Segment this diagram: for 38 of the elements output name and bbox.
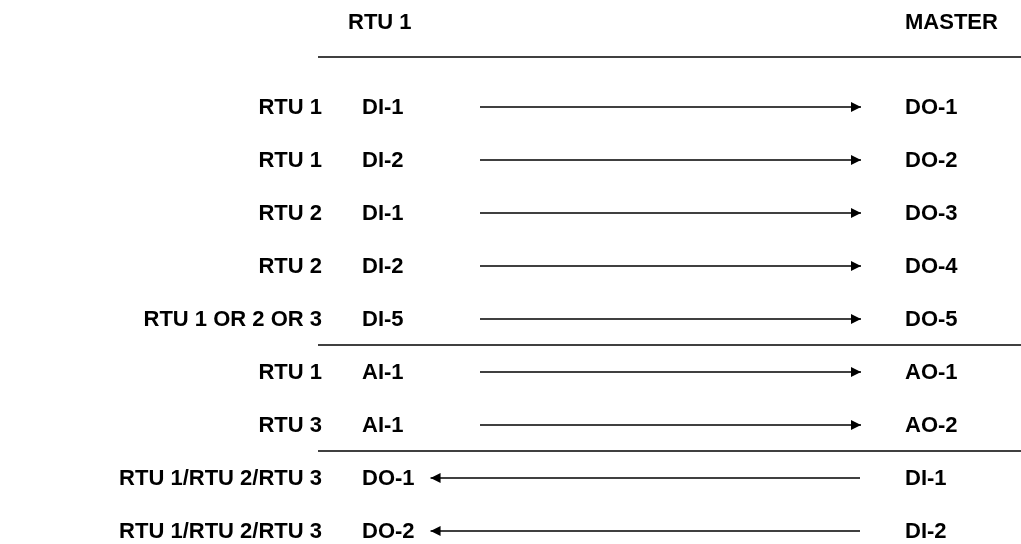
column-header: RTU 1 (348, 9, 412, 35)
signal-label: DI-2 (905, 518, 947, 543)
signal-label: DI-5 (362, 306, 404, 331)
arrow (479, 261, 862, 271)
signal-label: DI-2 (362, 253, 404, 278)
signal-label: DO-5 (905, 306, 958, 331)
signal-label: DI-1 (362, 200, 404, 225)
arrow (479, 155, 862, 165)
signal-label: DO-1 (905, 94, 958, 119)
signal-label: DO-4 (905, 253, 958, 278)
arrow (429, 526, 861, 536)
station-label: RTU 1/RTU 2/RTU 3 (119, 518, 322, 544)
signal-label: AO-2 (905, 412, 958, 437)
station-label: RTU 3 (258, 412, 322, 438)
signal-label: DI-1 (362, 94, 404, 119)
signal-label: DO-3 (905, 200, 958, 225)
column-header: MASTER (905, 9, 998, 35)
signal-label: AI-1 (362, 359, 404, 384)
station-label: RTU 1 (258, 359, 322, 385)
arrow (479, 367, 862, 377)
signal-label: DI-1 (905, 465, 947, 490)
arrow (479, 420, 862, 430)
signal-label: DI-2 (362, 147, 404, 172)
signal-label: DO-2 (362, 518, 415, 543)
arrow (479, 208, 862, 218)
station-label: RTU 1 OR 2 OR 3 (143, 306, 322, 332)
station-label: RTU 2 (258, 200, 322, 226)
arrow (479, 314, 862, 324)
station-label: RTU 1 (258, 94, 322, 120)
signal-label: DO-2 (905, 147, 958, 172)
signal-label: AO-1 (905, 359, 958, 384)
station-label: RTU 1 (258, 147, 322, 173)
signal-label: AI-1 (362, 412, 404, 437)
signal-label: DO-1 (362, 465, 415, 490)
arrow (479, 102, 862, 112)
arrow (429, 473, 861, 483)
station-label: RTU 1/RTU 2/RTU 3 (119, 465, 322, 491)
station-label: RTU 2 (258, 253, 322, 279)
